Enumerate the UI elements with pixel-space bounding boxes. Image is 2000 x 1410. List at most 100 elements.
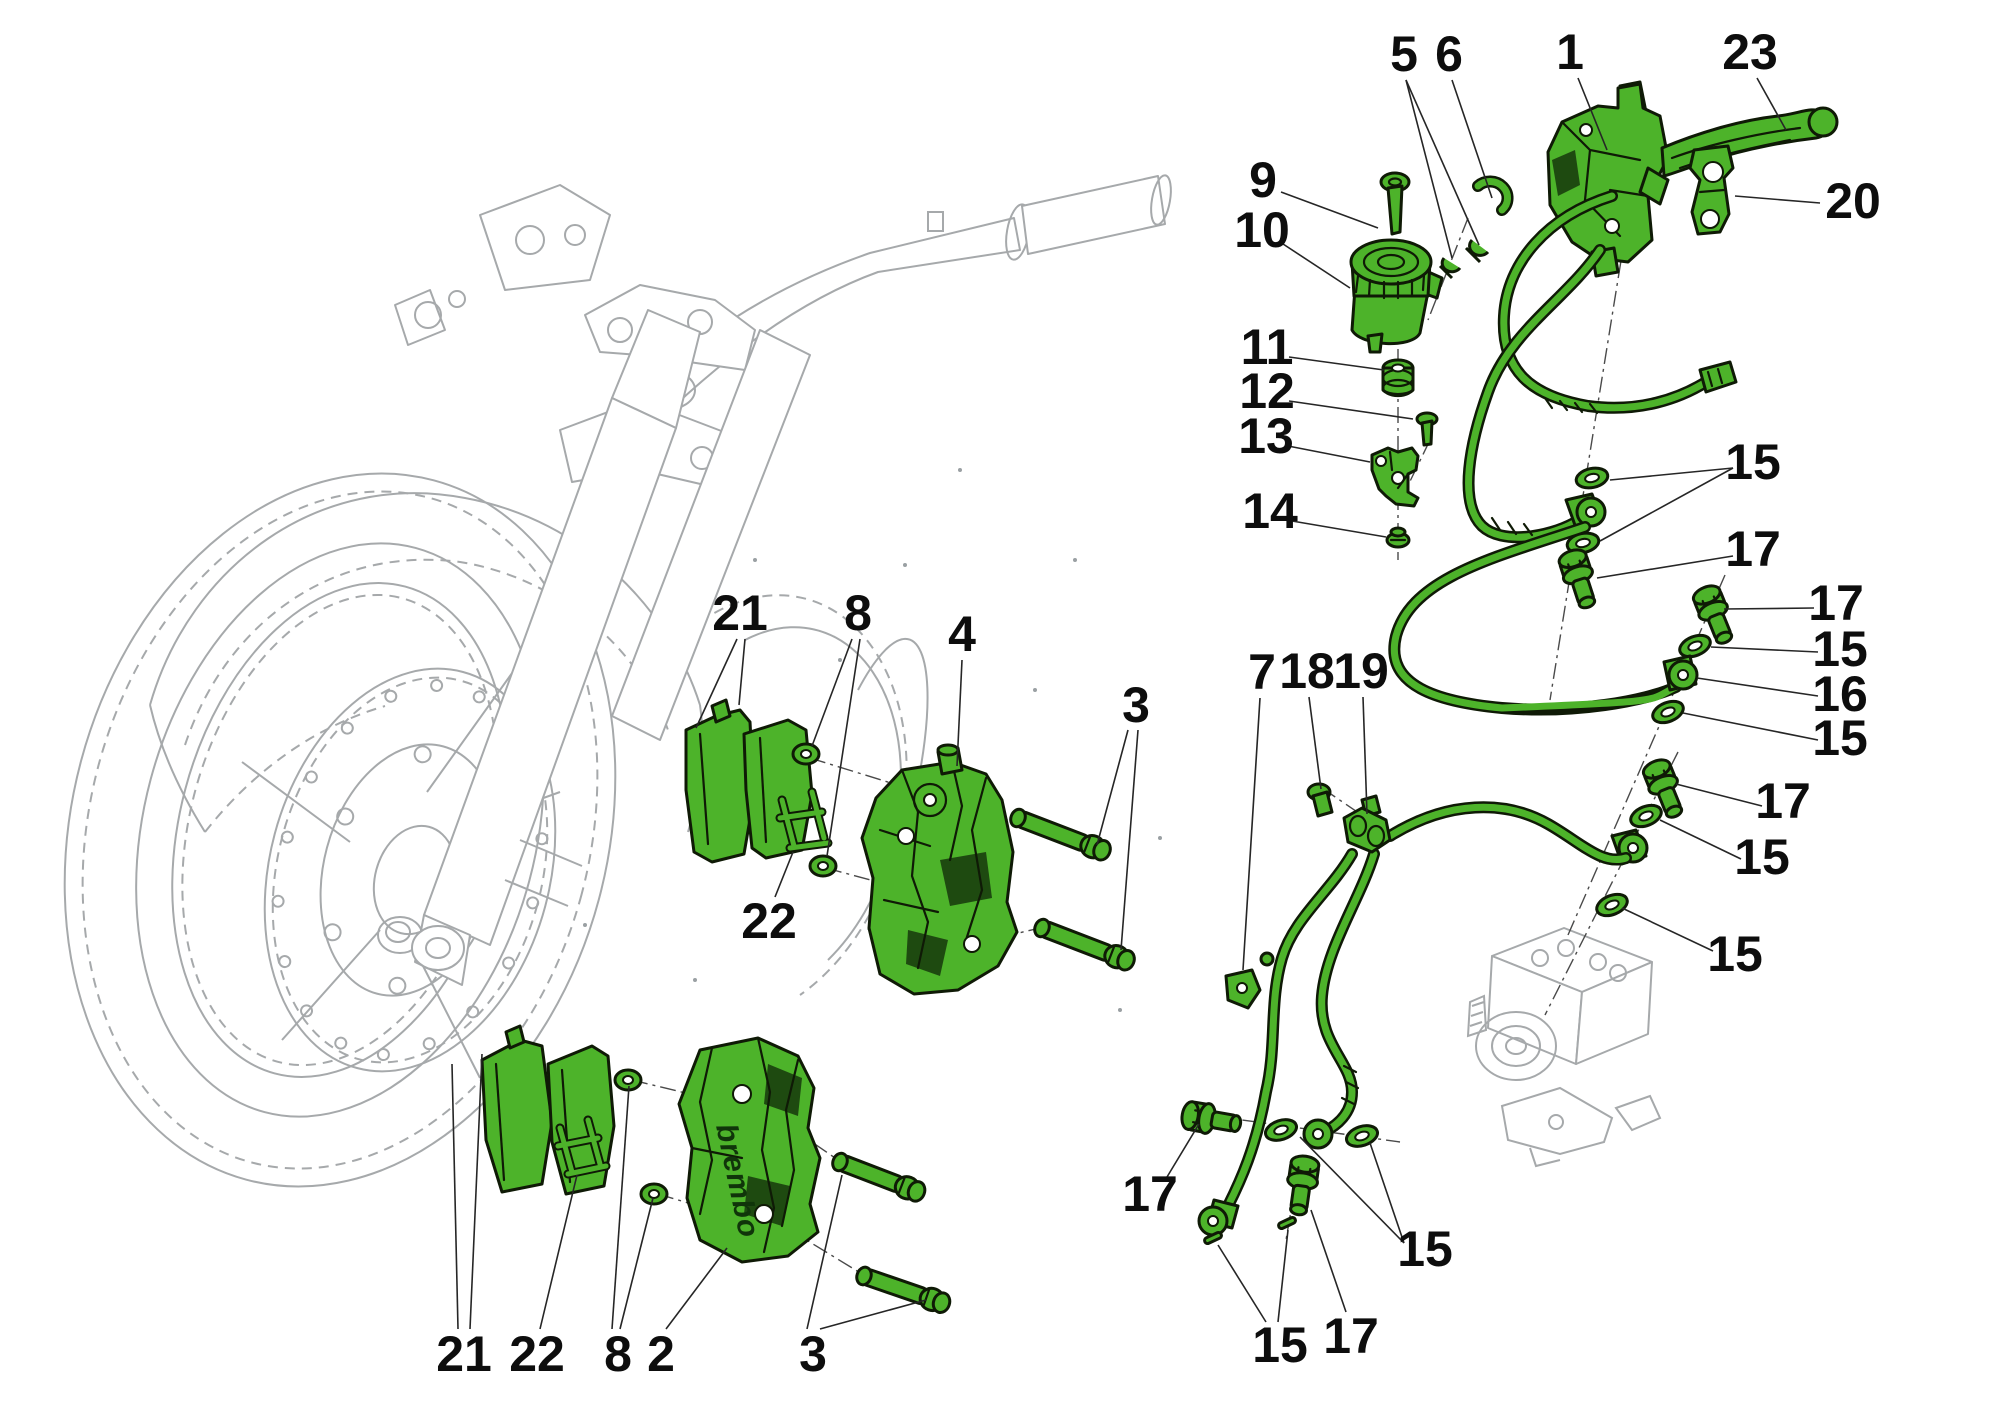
leader-line xyxy=(1288,400,1414,420)
disc-hole xyxy=(278,955,292,969)
callout-label-1: 1 xyxy=(1556,24,1584,80)
disc-hole xyxy=(502,956,516,970)
brake-caliper-right xyxy=(860,743,1019,996)
callout-label-11: 11 xyxy=(1241,319,1294,375)
disc-hole xyxy=(466,1005,480,1019)
leader-line xyxy=(826,638,861,857)
disc-hole xyxy=(384,689,398,703)
brake-caliper-left: brembo xyxy=(677,1036,822,1264)
callout-label-16: 16 xyxy=(1812,666,1868,722)
leader-line xyxy=(1277,1229,1289,1323)
reservoir-group xyxy=(1349,171,1444,549)
callout-label-15: 15 xyxy=(1397,1221,1453,1277)
leader-line xyxy=(1405,79,1480,246)
callout-label-13: 13 xyxy=(1238,408,1294,464)
callout-label-15: 15 xyxy=(1734,829,1790,885)
caliper-bolt xyxy=(855,1265,952,1315)
disc-hole xyxy=(535,832,549,846)
leader-line xyxy=(469,1053,483,1330)
callout-label-15: 15 xyxy=(1707,926,1763,982)
callout-label-17: 17 xyxy=(1725,521,1781,577)
leader-line xyxy=(1288,356,1385,371)
leader-line xyxy=(1577,77,1608,151)
callout-label-12: 12 xyxy=(1239,363,1295,419)
leader-line xyxy=(1310,1209,1347,1313)
pad-spring xyxy=(775,787,833,853)
callout-label-4: 4 xyxy=(948,606,976,662)
leader-line xyxy=(1287,445,1371,463)
hose-tee-assembly xyxy=(1197,782,1632,1237)
callout-label-8: 8 xyxy=(844,585,872,641)
leader-line xyxy=(1675,783,1763,807)
ghost-linework xyxy=(63,174,1662,1188)
disc-hole xyxy=(526,896,540,910)
leader-line xyxy=(806,1174,843,1330)
leader-line xyxy=(1599,467,1734,542)
speckle-dots xyxy=(583,468,1162,1012)
callout-label-17: 17 xyxy=(1808,575,1864,631)
leader-line xyxy=(695,638,738,729)
callout-label-5: 5 xyxy=(1390,26,1418,82)
leader-line xyxy=(1299,1136,1405,1244)
leader-line xyxy=(1710,646,1819,653)
callout-label-19: 19 xyxy=(1333,643,1389,699)
callout-label-3: 3 xyxy=(1122,677,1150,733)
disc-carrier-bobbin xyxy=(413,745,432,764)
highlighted-parts: brembo xyxy=(480,80,1839,1315)
disc-hole xyxy=(376,1048,390,1062)
fork-legs xyxy=(411,309,811,986)
leader-line xyxy=(1682,712,1819,741)
callout-label-9: 9 xyxy=(1249,152,1277,208)
front-fender xyxy=(149,492,704,833)
union-column-lower xyxy=(1592,754,1692,922)
callout-label-8: 8 xyxy=(604,1326,632,1382)
disc-hole xyxy=(340,721,354,735)
callout-label-3: 3 xyxy=(799,1326,827,1382)
callout-label-6: 6 xyxy=(1435,26,1463,82)
switch-cable xyxy=(1497,190,1738,415)
brake-pad xyxy=(742,718,814,860)
leader-line xyxy=(1659,819,1742,860)
disc-hole xyxy=(422,1037,436,1051)
callout-label-22: 22 xyxy=(741,893,797,949)
callout-label-22: 22 xyxy=(509,1326,565,1382)
disc-hole xyxy=(472,690,486,704)
callout-label-21: 21 xyxy=(436,1326,492,1382)
leader-line xyxy=(1096,729,1129,846)
brake-pad xyxy=(480,1038,554,1194)
disc-hole xyxy=(304,770,318,784)
disc-hole xyxy=(334,1036,348,1050)
callout-label-15: 15 xyxy=(1252,1317,1308,1373)
handlebar xyxy=(647,174,1172,411)
callout-label-7: 7 xyxy=(1248,644,1276,700)
callout-label-2: 2 xyxy=(647,1326,675,1382)
leader-line xyxy=(1734,195,1821,204)
disc-hole xyxy=(280,830,294,844)
leader-line xyxy=(1217,1244,1267,1323)
leader-line xyxy=(1362,696,1368,815)
leader-line xyxy=(665,1247,728,1330)
leader-line xyxy=(1166,1123,1200,1178)
leader-line xyxy=(1291,520,1387,538)
leader-line xyxy=(1621,907,1714,952)
leader-line xyxy=(1596,555,1734,579)
bottom-fittings xyxy=(1178,951,1382,1246)
leader-line xyxy=(1405,79,1453,259)
callout-label-21: 21 xyxy=(712,585,768,641)
callout-label-18: 18 xyxy=(1279,643,1335,699)
leader-line xyxy=(1756,77,1787,131)
callout-label-10: 10 xyxy=(1234,202,1290,258)
disc-carrier-bobbin xyxy=(336,807,355,826)
leader-line xyxy=(1280,191,1379,229)
leader-line xyxy=(1609,467,1734,481)
callout-label-15: 15 xyxy=(1725,434,1781,490)
pad-spring xyxy=(553,1115,611,1179)
leader-line xyxy=(1723,607,1815,610)
abs-modulator xyxy=(1466,927,1662,1168)
pad-pin xyxy=(791,742,838,878)
callout-label-15: 15 xyxy=(1812,621,1868,677)
leader-line xyxy=(811,638,853,747)
callout-label-17: 17 xyxy=(1323,1308,1379,1364)
